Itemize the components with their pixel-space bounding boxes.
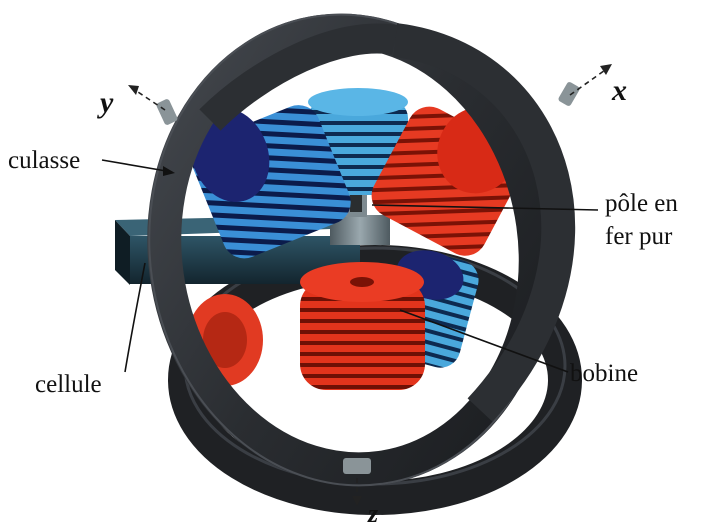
label-cellule: cellule [35, 371, 102, 398]
ring-slot-z [343, 458, 371, 474]
label-pole-line1: pôle en [605, 190, 678, 217]
coil-bottom [300, 262, 425, 390]
label-pole-line2: fer pur [605, 223, 673, 250]
label-bobine: bobine [570, 360, 638, 387]
axis-label-y: y [97, 86, 114, 119]
label-culasse: culasse [8, 147, 80, 174]
ring-slot-x [557, 81, 580, 107]
axis-label-x: x [611, 74, 627, 107]
axis-label-z: z [367, 499, 379, 525]
